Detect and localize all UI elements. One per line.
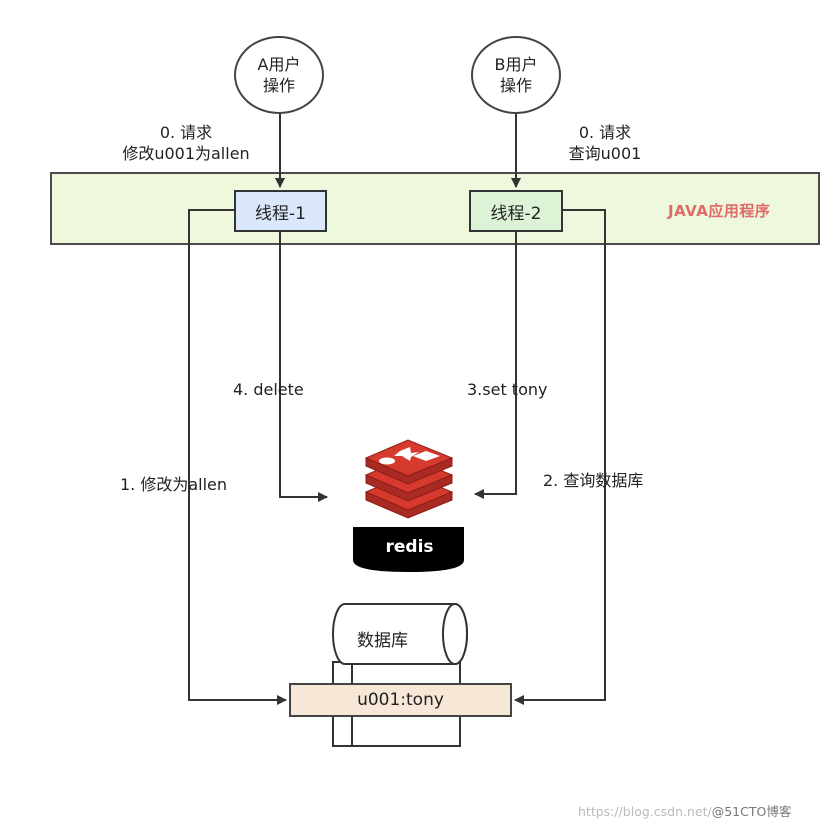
user-b-node: B用户 操作 bbox=[471, 36, 561, 114]
request-a-line1: 0. 请求 bbox=[159, 123, 213, 142]
database-row: u001:tony bbox=[289, 683, 512, 717]
request-b-line1: 0. 请求 bbox=[578, 123, 632, 142]
step-query-label: 2. 查询数据库 bbox=[543, 471, 644, 490]
arrow-query-db bbox=[514, 209, 606, 705]
step-modify-label: 1. 修改为allen bbox=[120, 475, 228, 494]
request-b-line2: 查询u001 bbox=[568, 144, 642, 163]
user-b-line1: B用户 bbox=[494, 55, 538, 74]
thread-1-box: 线程-1 bbox=[234, 190, 327, 232]
request-b-label: 0. 请求 查询u001 bbox=[555, 122, 655, 164]
user-b-line2: 操作 bbox=[499, 76, 532, 95]
database-label: 数据库 bbox=[357, 631, 408, 651]
step-delete-label: 4. delete bbox=[233, 380, 304, 399]
request-a-line2: 修改u001为allen bbox=[122, 144, 250, 163]
watermark-site: @51CTO博客 bbox=[711, 804, 792, 819]
arrow-delete-redis bbox=[279, 232, 328, 502]
user-a-line2: 操作 bbox=[262, 76, 295, 95]
arrow-modify-db bbox=[188, 209, 287, 705]
step-set-label: 3.set tony bbox=[467, 380, 548, 399]
watermark-url: https://blog.csdn.net/ bbox=[578, 804, 712, 819]
request-a-label: 0. 请求 修改u001为allen bbox=[120, 122, 252, 164]
user-a-node: A用户 操作 bbox=[234, 36, 324, 114]
java-app-band bbox=[50, 172, 820, 245]
java-app-label: JAVA应用程序 bbox=[668, 202, 771, 220]
user-a-line1: A用户 bbox=[257, 55, 301, 74]
arrow-set-redis bbox=[474, 232, 517, 499]
watermark: https://blog.csdn.net/@51CTO博客 bbox=[578, 801, 791, 820]
thread-2-box: 线程-2 bbox=[469, 190, 563, 232]
redis-label: redis bbox=[385, 537, 434, 557]
redis-logo-icon bbox=[353, 439, 464, 572]
